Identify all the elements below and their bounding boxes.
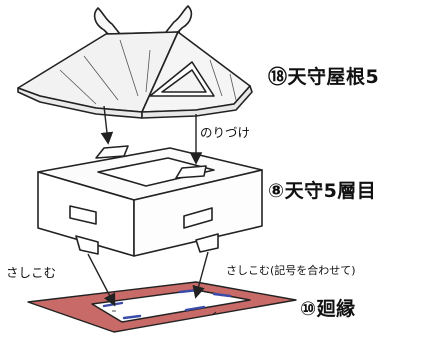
veranda-symbols: [112, 310, 217, 316]
floor-bottom-tab-left: [75, 235, 99, 255]
label-roof: ⑱天守屋根5: [268, 66, 380, 88]
veranda-part: [27, 281, 297, 333]
label-veranda: ⑩廻縁: [300, 298, 356, 320]
floor-top-opening: [97, 157, 215, 187]
arrow-roof-to-floor-left: [100, 105, 114, 145]
floor-top-tab-right: [175, 165, 207, 179]
arrow-floor-to-veranda-left: [87, 253, 116, 307]
label-insert-left: さしこむ: [6, 265, 57, 280]
ridge-ornament-right: [165, 5, 193, 35]
roof-fold-lines: [59, 39, 237, 105]
ridge-ornament-left: [93, 7, 121, 37]
floor-window-left: [69, 205, 97, 225]
roof-gable-inner: [161, 69, 207, 93]
label-floor: ⑧天守5層目: [268, 180, 377, 202]
floor-top-tab-left: [95, 145, 129, 159]
label-insert-right: さしこむ(記号を合わせて): [226, 264, 356, 277]
roof-part: [17, 5, 253, 119]
arrow-floor-to-veranda-right: [192, 251, 209, 299]
veranda-frame: [27, 281, 297, 333]
floor-part: [37, 145, 263, 257]
floor-window-right: [183, 207, 213, 229]
roof-right-eave: [141, 85, 253, 119]
label-glue: のりづけ: [200, 125, 251, 140]
floor-bottom-tab-right: [195, 233, 219, 253]
assembly-arrows: [87, 105, 209, 307]
